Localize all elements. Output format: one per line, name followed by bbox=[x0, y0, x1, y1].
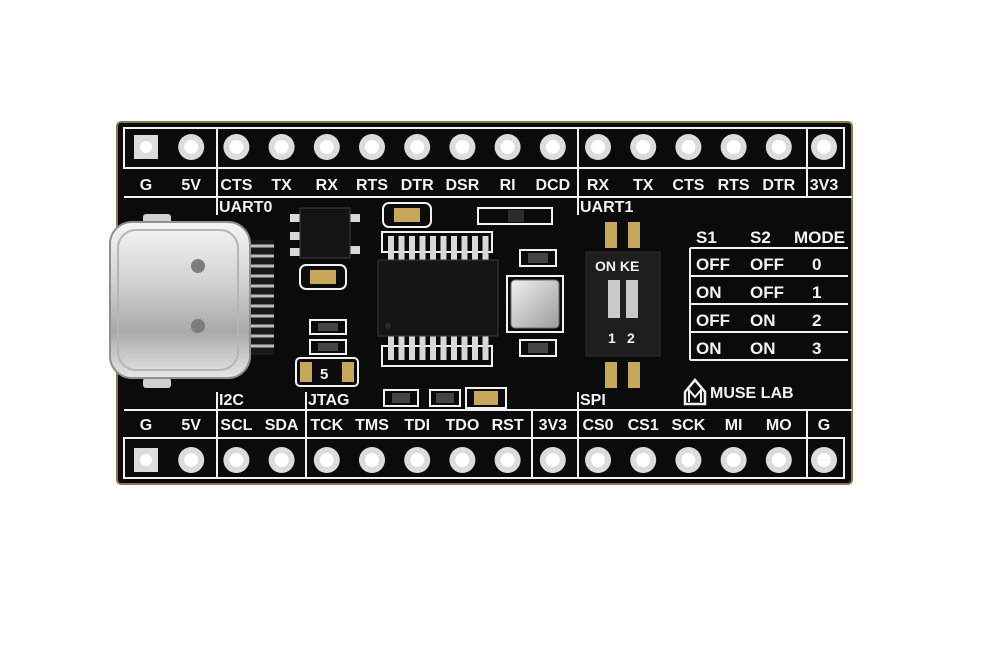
bottom-pin-header bbox=[134, 447, 837, 473]
bottom-pin-label: CS0 bbox=[582, 417, 613, 434]
mode-table-cell: OFF bbox=[750, 283, 784, 302]
mode-table-cell: OFF bbox=[750, 255, 784, 274]
ic-lead bbox=[409, 236, 415, 260]
top-pin-label: RX bbox=[587, 177, 610, 194]
ic-lead bbox=[398, 236, 405, 260]
ic-lead bbox=[398, 336, 405, 360]
ic-lead bbox=[461, 336, 468, 360]
mode-table-cell: ON bbox=[696, 339, 722, 358]
top-pin-label: CTS bbox=[672, 177, 704, 194]
bottom-pin-label: G bbox=[140, 417, 152, 434]
ic-lead bbox=[409, 336, 415, 360]
silkscreen-lines bbox=[123, 127, 852, 479]
top-pin-label: DTR bbox=[401, 177, 434, 194]
bottom-pin-label: TCK bbox=[310, 417, 343, 434]
bottom-pin-label: 3V3 bbox=[539, 417, 568, 434]
mode-table-cell: OFF bbox=[696, 311, 730, 330]
ic-lead bbox=[451, 236, 457, 260]
mode-table-header-s2: S2 bbox=[750, 228, 771, 247]
usb-c-connector bbox=[109, 214, 274, 388]
top-pin-label: DTR bbox=[762, 177, 795, 194]
ic-lead bbox=[482, 236, 489, 260]
ic-lead bbox=[461, 236, 468, 260]
dip-switch: ON KE 1 2 bbox=[585, 222, 661, 388]
bottom-pin-label: G bbox=[818, 417, 830, 434]
mode-table-header-s1: S1 bbox=[696, 228, 717, 247]
top-pin-label: TX bbox=[271, 177, 292, 194]
top-pin-label: TX bbox=[633, 177, 654, 194]
bottom-pin-label: 5V bbox=[181, 417, 201, 434]
mode-table-cell: ON bbox=[750, 339, 776, 358]
bottom-pin-label: MI bbox=[725, 417, 743, 434]
dip-switch-position-1: 1 bbox=[608, 330, 616, 346]
top-pin-label: RX bbox=[316, 177, 339, 194]
ic-lead bbox=[451, 336, 457, 360]
group-label-spi: SPI bbox=[580, 392, 606, 409]
bottom-pin-labels: G 5V SCL SDA TCK TMS TDI TDO RST 3V3 CS0 CS1 SCK MI MO… bbox=[140, 417, 830, 434]
ic-lead bbox=[388, 336, 394, 360]
bottom-pin-label: SCK bbox=[672, 417, 706, 434]
bottom-pin-label: TDO bbox=[446, 417, 480, 434]
mode-table-cell: 3 bbox=[812, 339, 821, 358]
group-label-jtag: JTAG bbox=[308, 392, 349, 409]
ic-lead bbox=[419, 336, 426, 360]
top-pin-label: DSR bbox=[446, 177, 480, 194]
top-pin-label: RTS bbox=[356, 177, 388, 194]
bottom-pin-label: SDA bbox=[265, 417, 299, 434]
dip-switch-position-2: 2 bbox=[627, 330, 635, 346]
bottom-pin-label: RST bbox=[492, 417, 524, 434]
ic-lead bbox=[440, 236, 447, 260]
passive-components: 5 bbox=[295, 202, 557, 409]
bottom-pin-label: TDI bbox=[404, 417, 430, 434]
crystal-oscillator bbox=[506, 275, 564, 333]
top-pin-label: G bbox=[140, 177, 152, 194]
voltage-regulator-chip bbox=[290, 207, 360, 259]
ic-lead bbox=[430, 336, 436, 360]
mode-table-cell: OFF bbox=[696, 255, 730, 274]
top-pin-label: 3V3 bbox=[810, 177, 839, 194]
dip-switch-label: ON KE bbox=[595, 258, 639, 274]
mode-table-cell: 2 bbox=[812, 311, 821, 330]
bottom-pin-label: CS1 bbox=[628, 417, 659, 434]
ic-lead bbox=[440, 336, 447, 360]
top-pin-label: CTS bbox=[220, 177, 252, 194]
main-ic-chip bbox=[377, 231, 499, 367]
bottom-pin-label: MO bbox=[766, 417, 792, 434]
mode-table-cell: ON bbox=[696, 283, 722, 302]
brand-name: MUSE LAB bbox=[710, 385, 794, 402]
bottom-pin-label: SCL bbox=[220, 417, 252, 434]
mode-table-cell: ON bbox=[750, 311, 776, 330]
mode-table-cell: 0 bbox=[812, 255, 821, 274]
top-pin-header bbox=[134, 134, 837, 160]
ic-lead bbox=[482, 336, 489, 360]
top-pin-label: 5V bbox=[181, 177, 201, 194]
small-component-label: 5 bbox=[320, 366, 328, 383]
mode-table-cell: 1 bbox=[812, 283, 821, 302]
group-label-i2c: I2C bbox=[219, 392, 244, 409]
ic-lead bbox=[472, 336, 478, 360]
ic-lead bbox=[388, 236, 394, 260]
bottom-pin-label: TMS bbox=[355, 417, 389, 434]
group-label-uart0: UART0 bbox=[219, 199, 272, 216]
group-label-uart1: UART1 bbox=[580, 199, 633, 216]
top-pin-label: RI bbox=[500, 177, 516, 194]
top-pin-label: DCD bbox=[535, 177, 570, 194]
top-pin-labels: G 5V CTS TX RX RTS DTR DSR RI DCD RX TX CTS RTS DTR 3V3 bbox=[140, 177, 839, 194]
ic-lead bbox=[430, 236, 436, 260]
ic-lead bbox=[419, 236, 426, 260]
ic-lead bbox=[472, 236, 478, 260]
top-pin-label: RTS bbox=[718, 177, 750, 194]
mode-table-header-mode: MODE bbox=[794, 228, 845, 247]
brand-logo: MUSE LAB bbox=[683, 378, 794, 406]
